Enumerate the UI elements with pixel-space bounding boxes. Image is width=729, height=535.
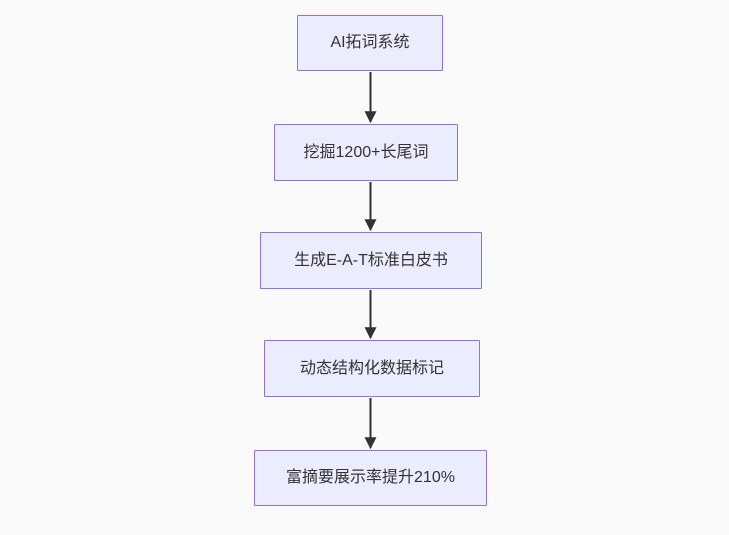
flow-node-step4: 动态结构化数据标记 <box>264 340 480 397</box>
flow-node-label: 动态结构化数据标记 <box>299 359 444 377</box>
flow-node-step2: 挖掘1200+长尾词 <box>274 124 458 181</box>
flow-node-label: 挖掘1200+长尾词 <box>303 143 429 161</box>
flow-node-label: 生成E-A-T标准白皮书 <box>294 251 448 269</box>
flow-node-label: 富摘要展示率提升210% <box>286 469 455 487</box>
flow-node-step5: 富摘要展示率提升210% <box>254 450 487 506</box>
flow-node-step3: 生成E-A-T标准白皮书 <box>260 232 482 289</box>
flow-node-step1: AI拓词系统 <box>297 15 443 71</box>
flow-node-label: AI拓词系统 <box>330 34 410 52</box>
